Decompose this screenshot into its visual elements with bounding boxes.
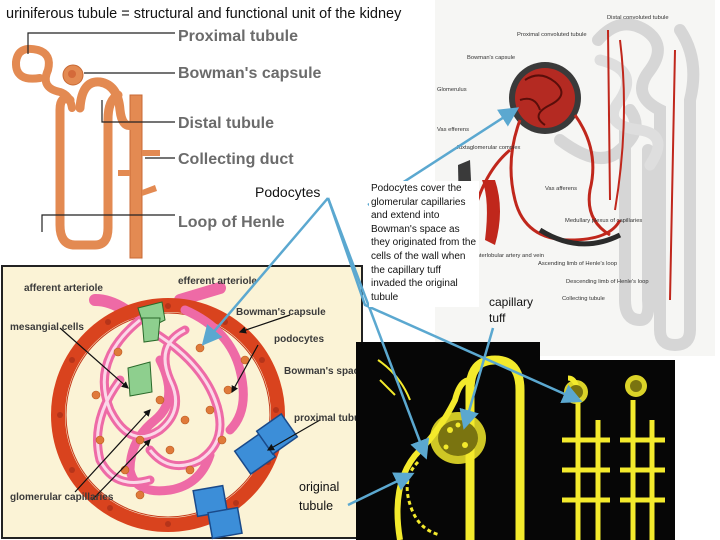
page-title: uriniferous tubule = structural and func… [6, 6, 402, 22]
label-glomerular-capillaries: glomerular capillaries [10, 492, 114, 503]
label-podocytes: Podocytes [255, 184, 321, 200]
mesangial-cells [127, 301, 166, 397]
developing-tubule [465, 355, 525, 540]
label-ascending-limb: Ascending limb of Henle's loop [538, 261, 617, 267]
label-nephron-bowmans: Bowman's capsule [467, 55, 515, 61]
tubule-diagram: Proximal tubule Bowman's capsule Distal … [0, 22, 360, 262]
label-efferent-arteriole: efferent arteriole [178, 276, 257, 287]
label-proximal-convoluted: Proximal convoluted tubule [517, 32, 587, 38]
pointer-lines [201, 107, 583, 507]
label-proximal-tubule: Proximal tubule [178, 28, 298, 45]
podocyte-note: Podocytes cover the glomerular capillari… [369, 181, 479, 308]
distal-tubule [75, 77, 137, 130]
label-bowmans-capsule: Bowman's capsule [178, 65, 322, 82]
glomerulus-diagram: afferent arteriole efferent arteriole me… [1, 265, 369, 540]
label-mesangial-cells: mesangial cells [10, 322, 84, 333]
label-distal-convoluted: Distal convoluted tubule [607, 15, 669, 21]
label-glomerulus: Glomerulus [437, 87, 467, 93]
label-bowman-capsule-xs: Bowman's capsule [236, 307, 326, 318]
label-medullary-plexus: Medullary plexus of capillaries [565, 218, 642, 224]
label-collecting-duct: Collecting duct [178, 151, 294, 168]
label-original-tubule: original tubule [299, 480, 340, 513]
label-collecting-tubule: Collecting tubule [562, 296, 605, 302]
label-vas-efferens: Vas efferens [437, 127, 469, 133]
development-micrograph [356, 342, 675, 540]
proximal-tubule-cells [192, 412, 299, 540]
label-vas-afferens: Vas afferens [545, 186, 577, 192]
label-capillary-tuff: capillary tuff [489, 295, 534, 325]
label-bowmans-space: Bowman's space [284, 366, 365, 377]
label-proximal-tubule-xs: proximal tubule [294, 413, 369, 424]
loop-of-henle [55, 90, 123, 250]
nephron-tubules [554, 18, 700, 352]
label-podocytes-xs: podocytes [274, 334, 324, 345]
efferent-arteriole [174, 282, 226, 306]
nephron-diagram: Distal convoluted tubule Proximal convol… [435, 0, 715, 356]
label-distal-tubule: Distal tubule [178, 115, 274, 132]
label-descending-limb: Descending limb of Henle's loop [566, 279, 649, 285]
label-juxtaglomerular: Juxtaglomerular complex [456, 145, 521, 151]
label-afferent-arteriole: afferent arteriole [24, 283, 103, 294]
label-interlobular: Interlobular artery and vein [475, 253, 544, 259]
collecting-duct [129, 94, 143, 259]
proximal-tubule [12, 44, 76, 112]
label-loop-of-henle: Loop of Henle [178, 214, 285, 231]
